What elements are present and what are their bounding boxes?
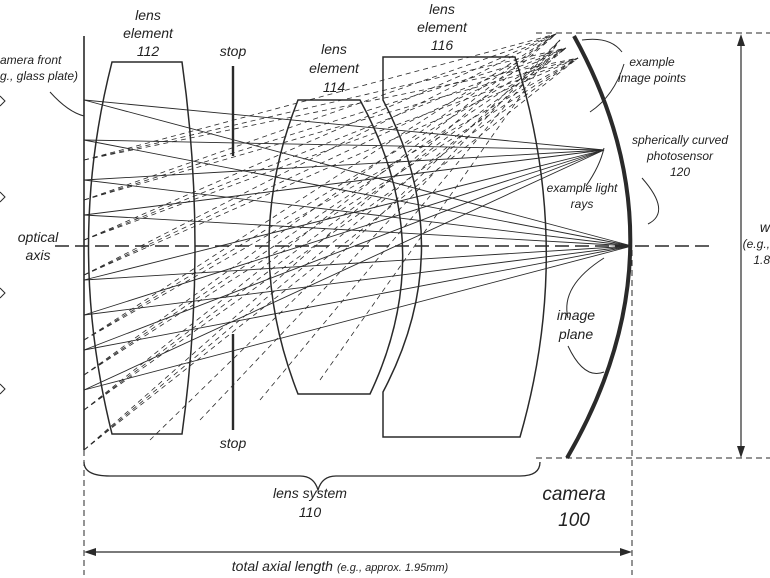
- photosensor-label-line3: 120: [670, 165, 690, 179]
- lens-116-label-line3: 116: [431, 37, 454, 53]
- total-length-label: total axial length (e.g., approx. 1.95mm): [232, 558, 449, 574]
- lens-112-label-line1: lens: [135, 7, 161, 23]
- incoming-ray-marker-3: [0, 287, 6, 299]
- dashed-light-ray: [83, 47, 567, 411]
- solid-light-ray: [83, 149, 605, 351]
- solid-light-ray: [83, 245, 633, 351]
- curved-photosensor: [565, 35, 633, 460]
- length-arrow-right: [620, 548, 632, 556]
- dashed-light-ray: [83, 33, 557, 161]
- image-plane-label-line2: plane: [558, 326, 593, 342]
- incoming-ray-marker-1: [0, 95, 6, 107]
- dashed-light-ray: [83, 57, 579, 451]
- photosensor-label-line2: photosensor: [646, 149, 714, 163]
- stop-bottom-label: stop: [220, 435, 247, 451]
- example-light-rays: [83, 33, 633, 451]
- lens-system-label-line1: lens system: [273, 485, 347, 501]
- lens-112-label-line2: element: [123, 25, 174, 41]
- lens-116-label-line2: element: [417, 19, 468, 35]
- lens-114-label-line3: 114: [323, 79, 346, 95]
- lens-system-label-line2: 110: [299, 504, 322, 520]
- lens-element-112: [87, 61, 196, 435]
- image-points-label-line1: example: [629, 55, 675, 69]
- lens-114-label-line2: element: [309, 60, 360, 76]
- dashed-light-ray: [83, 33, 557, 201]
- dashed-light-ray: [83, 33, 557, 241]
- dashed-light-ray: [83, 57, 579, 161]
- optical-axis-label-line1: optical: [18, 229, 59, 245]
- dashed-light-ray: [259, 39, 561, 401]
- total-length-text: total axial length: [232, 558, 333, 574]
- dashed-light-ray: [83, 33, 557, 411]
- dashed-light-ray: [83, 57, 579, 376]
- dashed-light-ray: [83, 33, 557, 276]
- light-rays-label-line2: rays: [571, 197, 594, 211]
- width-label-line1: w: [760, 219, 770, 235]
- solid-light-ray: [83, 245, 633, 316]
- camera-front-leader: [49, 91, 85, 117]
- image-plane-leader-1: [566, 257, 605, 319]
- light-rays-leader: [585, 147, 605, 187]
- light-rays-label-line1: example light: [547, 181, 618, 195]
- camera-front-label-line1: amera front: [0, 53, 62, 67]
- optical-axis-label-line2: axis: [26, 247, 51, 263]
- solid-light-ray: [83, 139, 633, 247]
- dashed-light-ray: [319, 39, 561, 381]
- solid-light-ray: [83, 245, 633, 281]
- solid-light-ray: [83, 245, 633, 391]
- solid-light-ray: [83, 214, 633, 247]
- dashed-light-ray: [83, 33, 557, 341]
- width-arrow-bottom: [737, 446, 745, 458]
- solid-light-ray: [83, 139, 605, 151]
- dashed-light-ray: [83, 57, 579, 241]
- length-arrow-left: [84, 548, 96, 556]
- camera-label-line1: camera: [542, 484, 605, 505]
- dashed-light-ray: [83, 57, 579, 341]
- photosensor-leader: [641, 177, 659, 225]
- dashed-light-ray: [83, 47, 567, 376]
- dashed-light-ray: [83, 47, 567, 276]
- lens-system-brace: [83, 461, 541, 493]
- solid-light-ray: [83, 149, 605, 391]
- lens-element-114: [268, 99, 404, 395]
- dashed-light-ray: [83, 57, 579, 411]
- dashed-light-ray: [149, 39, 561, 441]
- solid-light-ray: [83, 179, 633, 247]
- width-label-line3: 1.8: [753, 253, 770, 267]
- solid-light-ray: [83, 149, 605, 216]
- lens-116-label-line1: lens: [429, 1, 455, 17]
- image-plane-label-line1: image: [557, 307, 595, 323]
- dashed-light-ray: [83, 33, 557, 451]
- image-points-leader-1: [581, 38, 623, 53]
- dashed-light-ray: [83, 57, 579, 201]
- dashed-light-ray: [199, 39, 561, 421]
- solid-light-ray: [83, 99, 633, 247]
- incoming-ray-marker-2: [0, 191, 6, 203]
- lens-114-label-line1: lens: [321, 41, 347, 57]
- dashed-light-ray: [83, 47, 567, 341]
- stop-top-label: stop: [220, 43, 247, 59]
- camera-front-label-line2: g., glass plate): [0, 69, 78, 83]
- image-plane-leader-2: [567, 345, 605, 374]
- dashed-light-ray: [83, 47, 567, 161]
- camera-label-line2: 100: [558, 510, 590, 531]
- width-label-line2: (e.g.,: [743, 237, 770, 251]
- photosensor-label-line1: spherically curved: [632, 133, 728, 147]
- incoming-ray-marker-4: [0, 383, 6, 395]
- image-points-leader-2: [589, 63, 625, 113]
- solid-light-ray: [83, 149, 605, 316]
- width-arrow-top: [737, 34, 745, 46]
- lens-112-label-line3: 112: [137, 43, 160, 59]
- total-length-note: (e.g., approx. 1.95mm): [337, 562, 449, 574]
- dashed-light-ray: [83, 47, 567, 201]
- dashed-light-ray: [83, 47, 567, 451]
- lens-element-116: [382, 56, 547, 438]
- image-points-label-line2: image points: [618, 71, 686, 85]
- dashed-light-ray: [83, 33, 557, 376]
